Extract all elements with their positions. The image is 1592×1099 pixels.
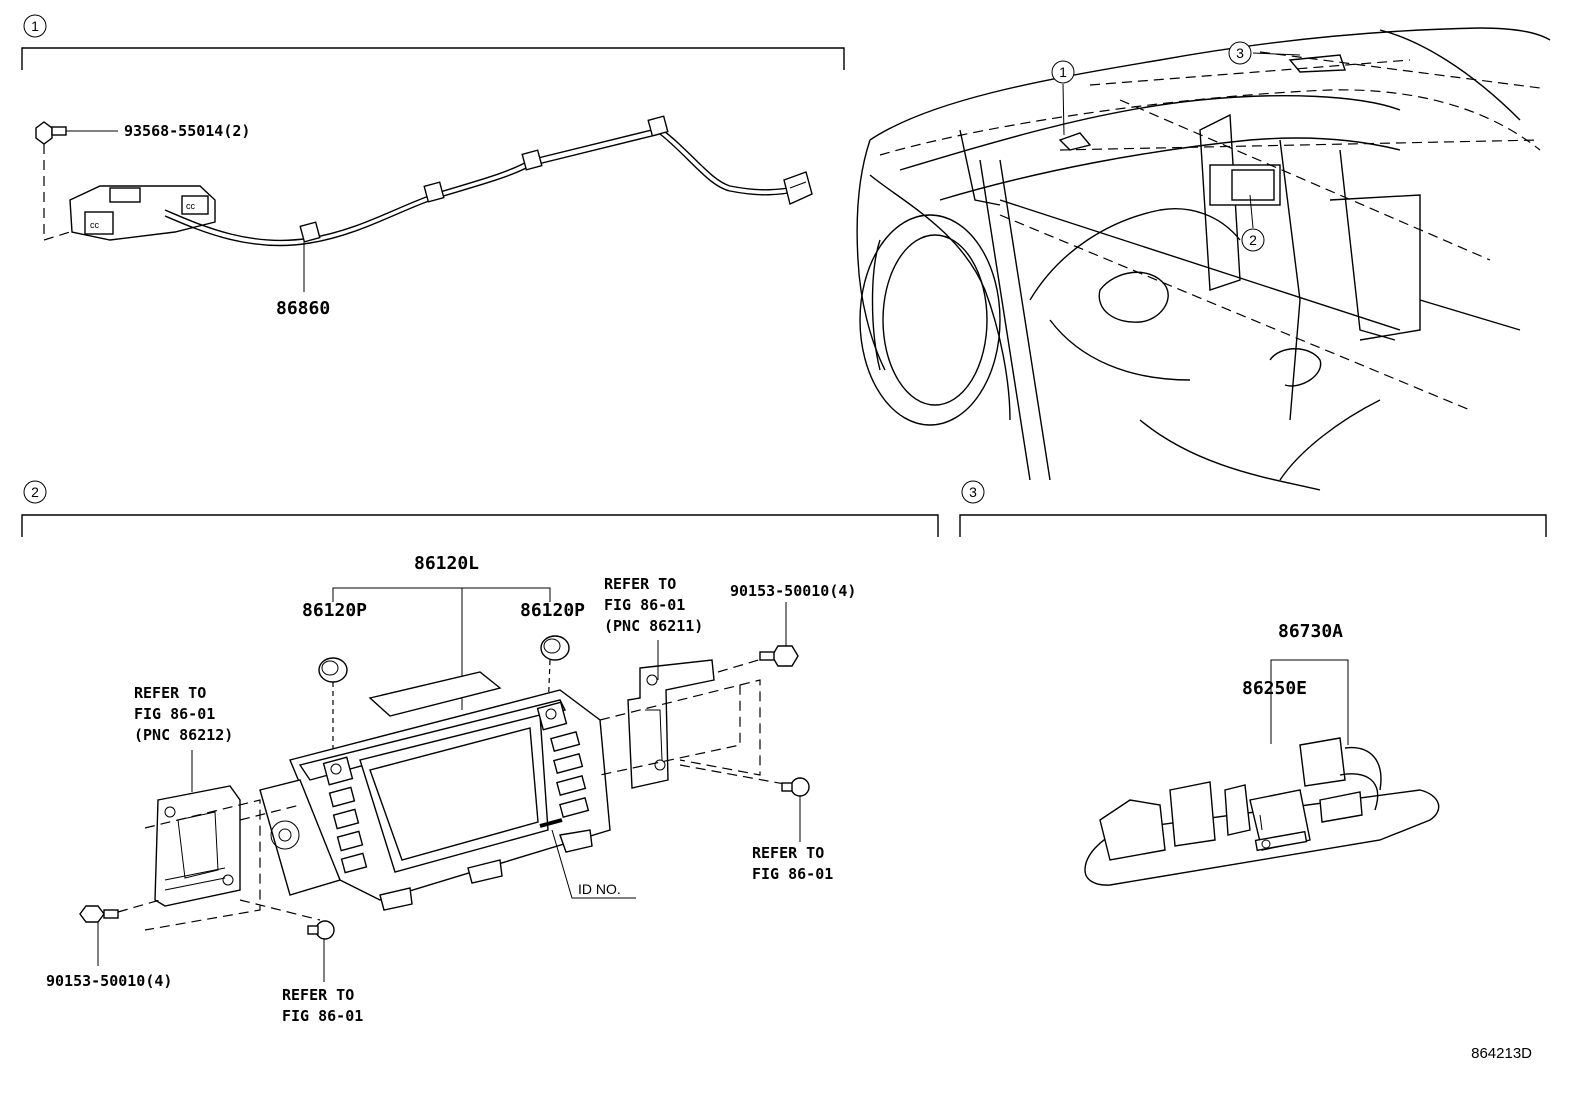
section-1-number-badge: 1 xyxy=(23,14,47,38)
cap-86120P-left-label: 86120P xyxy=(302,600,367,621)
vehicle-overview: 1 2 3 xyxy=(856,27,1551,491)
refer-right-line3: (PNC 86211) xyxy=(604,617,703,635)
refer-right-line1: REFER TO xyxy=(604,575,676,593)
refer-bottom-left-line2: FIG 86-01 xyxy=(282,1007,363,1025)
svg-text:1: 1 xyxy=(31,18,39,34)
refer-left-line1: REFER TO xyxy=(134,684,206,702)
bracket-right[interactable] xyxy=(627,659,715,789)
svg-text:cc: cc xyxy=(186,201,196,211)
bolt-93568-label: 93568-55014(2) xyxy=(124,122,250,140)
overview-callout-3: 3 xyxy=(1228,41,1252,65)
display-unit-86120L[interactable] xyxy=(259,671,611,911)
bracket-right-outline-2 xyxy=(679,679,761,776)
id-number-label: ID NO. xyxy=(578,881,621,897)
bracket-right-outline xyxy=(599,684,741,776)
bolt-alignment-line xyxy=(43,144,71,241)
control-unit-86250E[interactable] xyxy=(1249,789,1311,852)
refer-right-line2: FIG 86-01 xyxy=(604,596,685,614)
harness-connector-block[interactable]: cc cc xyxy=(69,185,216,241)
svg-text:1: 1 xyxy=(1059,64,1067,80)
svg-text:cc: cc xyxy=(90,220,100,230)
overview-callout-1: 1 xyxy=(1051,60,1075,84)
overview-callout-2: 2 xyxy=(1241,228,1265,252)
section-2-number-badge: 2 xyxy=(23,480,47,504)
refer-left-line3: (PNC 86212) xyxy=(134,726,233,744)
screw-90153-right[interactable] xyxy=(759,645,799,667)
harness-86860-label: 86860 xyxy=(276,298,330,319)
svg-text:2: 2 xyxy=(1249,232,1257,248)
cap-86120P-right-label: 86120P xyxy=(520,600,585,621)
refer-left-line2: FIG 86-01 xyxy=(134,705,215,723)
assembly-leader-bracket xyxy=(332,587,551,602)
refer-bottom-right-line2: FIG 86-01 xyxy=(752,865,833,883)
bolt-lower-right[interactable] xyxy=(781,777,810,797)
id-number-leader xyxy=(551,829,636,899)
bolt-lower-middle[interactable] xyxy=(307,920,335,940)
section-1: 1 93568-55014(2) cc cc xyxy=(21,14,845,319)
svg-text:2: 2 xyxy=(31,484,39,500)
svg-text:3: 3 xyxy=(1236,45,1244,61)
cap-86120P-left[interactable] xyxy=(318,657,348,683)
display-assembly-86120L-label: 86120L xyxy=(414,553,479,574)
section-2-bracket xyxy=(21,514,939,537)
assembly-86730A-label: 86730A xyxy=(1278,621,1343,642)
section-3-number-badge: 3 xyxy=(961,480,985,504)
section-3: 3 86730A 86250E xyxy=(959,480,1547,886)
section-3-bracket xyxy=(959,514,1547,537)
bolt-93568[interactable] xyxy=(35,121,118,145)
cap-86120P-right[interactable] xyxy=(540,635,570,661)
wire-harness-86860[interactable] xyxy=(164,115,813,247)
refer-bottom-left-line1: REFER TO xyxy=(282,986,354,1004)
figure-id: 864213D xyxy=(1471,1045,1532,1062)
section-2: 2 86120L 86120P 86120P xyxy=(21,480,939,1025)
refer-bottom-right-line1: REFER TO xyxy=(752,844,824,862)
assembly-86730A-leader xyxy=(1270,659,1349,745)
screw-90153-right-label: 90153-50010(4) xyxy=(730,582,856,600)
unit-86250E-label: 86250E xyxy=(1242,678,1307,699)
screw-90153-left[interactable] xyxy=(79,905,119,923)
bracket-left[interactable] xyxy=(154,785,241,907)
svg-text:3: 3 xyxy=(969,484,977,500)
section-1-bracket xyxy=(21,47,845,70)
screw-90153-left-label: 90153-50010(4) xyxy=(46,972,172,990)
